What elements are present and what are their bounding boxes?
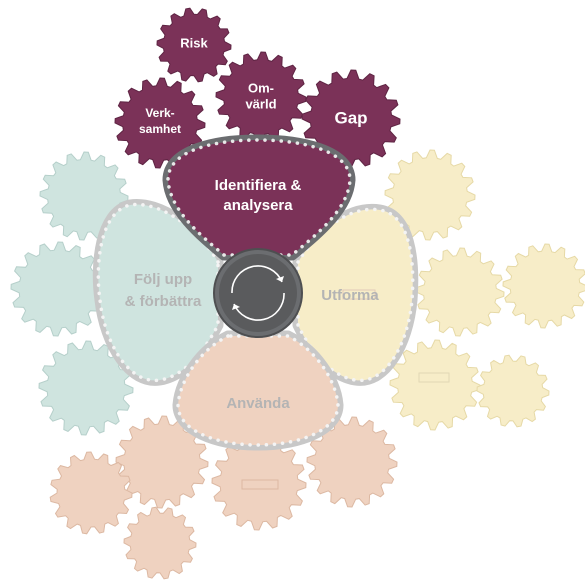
peach-gear bbox=[49, 451, 133, 535]
identify-label-line1: Identifiera & bbox=[215, 177, 302, 194]
gear-label-omvarld-line2: värld bbox=[245, 96, 276, 111]
gear-label-gap: Gap bbox=[334, 108, 367, 127]
follow-label-line1: Följ upp bbox=[134, 271, 192, 288]
gear-label-verksamhet-line2: samhet bbox=[139, 122, 181, 136]
placeholder-box bbox=[418, 372, 450, 383]
design-lobe[interactable] bbox=[298, 209, 413, 381]
follow-chain-links bbox=[96, 202, 220, 383]
identify-label-line2: analysera bbox=[223, 197, 293, 214]
follow-label-line2: & förbättra bbox=[125, 293, 202, 310]
gear-label-risk: Risk bbox=[180, 35, 208, 50]
use-label: Använda bbox=[226, 395, 290, 412]
gear-label-omvarld-line1: Om- bbox=[248, 80, 274, 95]
peach-gear bbox=[123, 506, 197, 580]
peach-gear bbox=[306, 416, 398, 508]
follow-lobe[interactable] bbox=[98, 204, 218, 381]
identify-lobe[interactable] bbox=[168, 140, 350, 255]
teal-gear bbox=[38, 340, 134, 436]
yellow-gear bbox=[389, 339, 481, 431]
use-lobe[interactable] bbox=[178, 336, 338, 445]
gear-label-verksamhet-line1: Verk- bbox=[145, 106, 174, 120]
yellow-gear bbox=[502, 243, 585, 329]
yellow-gear bbox=[415, 247, 505, 337]
teal-gear bbox=[10, 241, 106, 337]
yellow-gear bbox=[476, 354, 550, 428]
risk-gear bbox=[156, 7, 232, 83]
placeholder-box bbox=[342, 289, 376, 300]
identify-chain-links bbox=[166, 138, 352, 257]
gap-gear bbox=[301, 69, 401, 169]
placeholder-box bbox=[241, 479, 279, 490]
use-chain-links bbox=[176, 334, 340, 447]
refresh-cycle-icon bbox=[231, 265, 285, 321]
design-label: Utforma bbox=[321, 287, 379, 304]
omvarld-gear bbox=[215, 51, 307, 143]
yellow-gear bbox=[384, 149, 476, 241]
hub[interactable] bbox=[213, 248, 303, 338]
